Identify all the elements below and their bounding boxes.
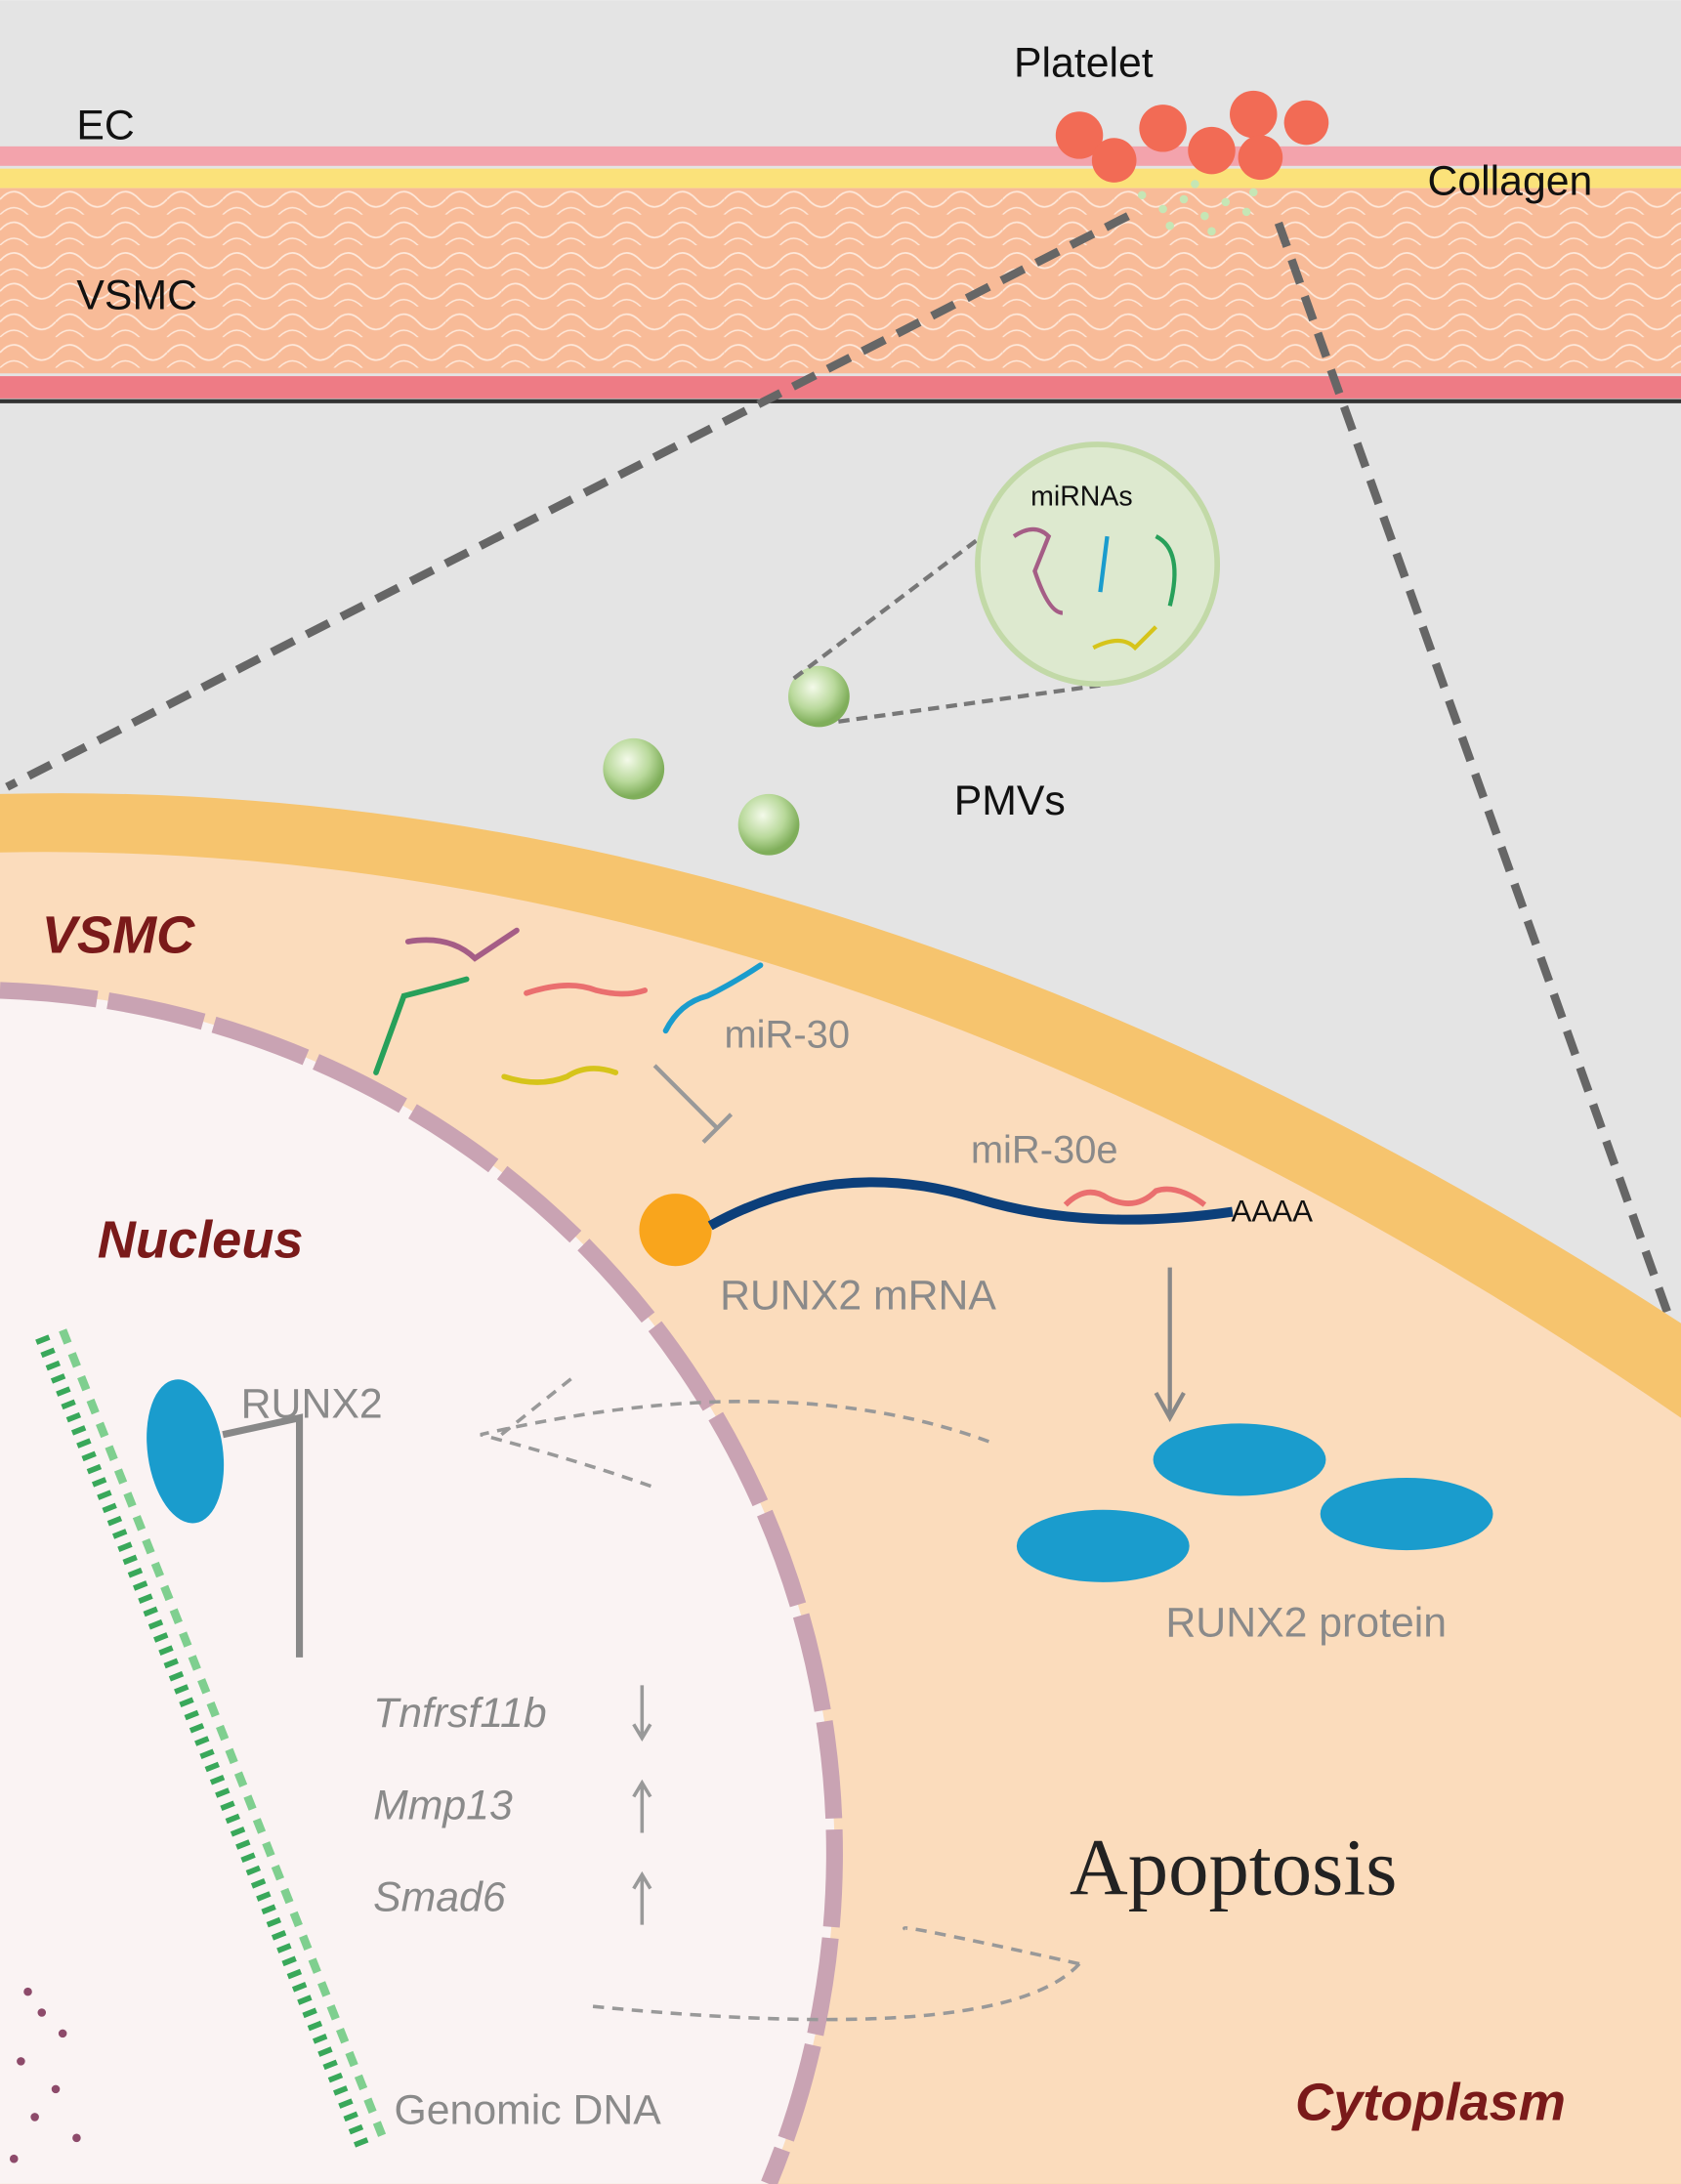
- zoom-line-left: [5, 212, 1130, 791]
- polya-label: AAAA: [1231, 1195, 1313, 1229]
- mrna-cap: [639, 1194, 712, 1267]
- gene-mmp13: Mmp13: [373, 1782, 513, 1828]
- mir30e-strand: [1063, 1186, 1207, 1207]
- apoptosis-arrow: [584, 1926, 1081, 2022]
- up-arrow-icon: [632, 1779, 652, 1833]
- mir30e-label: miR-30e: [971, 1129, 1118, 1172]
- apoptosis-label: Apoptosis: [1070, 1822, 1397, 1911]
- gene-smad6: Smad6: [373, 1873, 506, 1920]
- down-arrow-icon: [632, 1685, 652, 1743]
- cytoplasm-label: Cytoplasm: [1295, 2073, 1566, 2131]
- runx2-bound-protein: [147, 1379, 225, 1524]
- gene-tnfrsf11b: Tnfrsf11b: [373, 1690, 546, 1737]
- promoter-arrow: [222, 1413, 304, 1658]
- pmv-magnified: [975, 441, 1221, 688]
- pmvs-label: PMVs: [954, 777, 1066, 824]
- vsmc-layer-label: VSMC: [76, 273, 197, 319]
- vessel-wall: [0, 146, 1681, 403]
- runx2-label: RUNX2: [241, 1381, 383, 1428]
- collagen-label: Collagen: [1427, 158, 1592, 205]
- ec-label: EC: [76, 103, 134, 149]
- nuclear-import-arrow: [480, 1377, 989, 1490]
- genomic-dna: [9, 1328, 388, 2163]
- runx2-mrna: [707, 1177, 1234, 1231]
- gene-list: Tnfrsf11b Mmp13 Smad6: [373, 1685, 652, 1925]
- protein-label: RUNX2 protein: [1165, 1600, 1447, 1647]
- mir30-label: miR-30: [724, 1013, 850, 1056]
- nucleus: [0, 989, 835, 2184]
- nuclear-envelope: [0, 982, 843, 2184]
- platelet-label: Platelet: [1014, 40, 1154, 87]
- pmv-vesicles: [603, 665, 850, 856]
- genomic-dna-label: Genomic DNA: [395, 2087, 662, 2134]
- up-arrow-icon: [632, 1870, 652, 1925]
- mirnas-label: miRNAs: [1030, 482, 1133, 513]
- platelet-cluster: [1055, 90, 1329, 236]
- vsmc-cell-label: VSMC: [42, 905, 195, 964]
- cytoplasmic-mirnas: [373, 927, 764, 1085]
- nucleus-label: Nucleus: [98, 1211, 304, 1270]
- outer-cell-layer: [0, 376, 1681, 399]
- mrna-label: RUNX2 mRNA: [720, 1272, 996, 1319]
- inhibition-icon: [652, 1064, 734, 1144]
- runx2-proteins: [1016, 1423, 1493, 1582]
